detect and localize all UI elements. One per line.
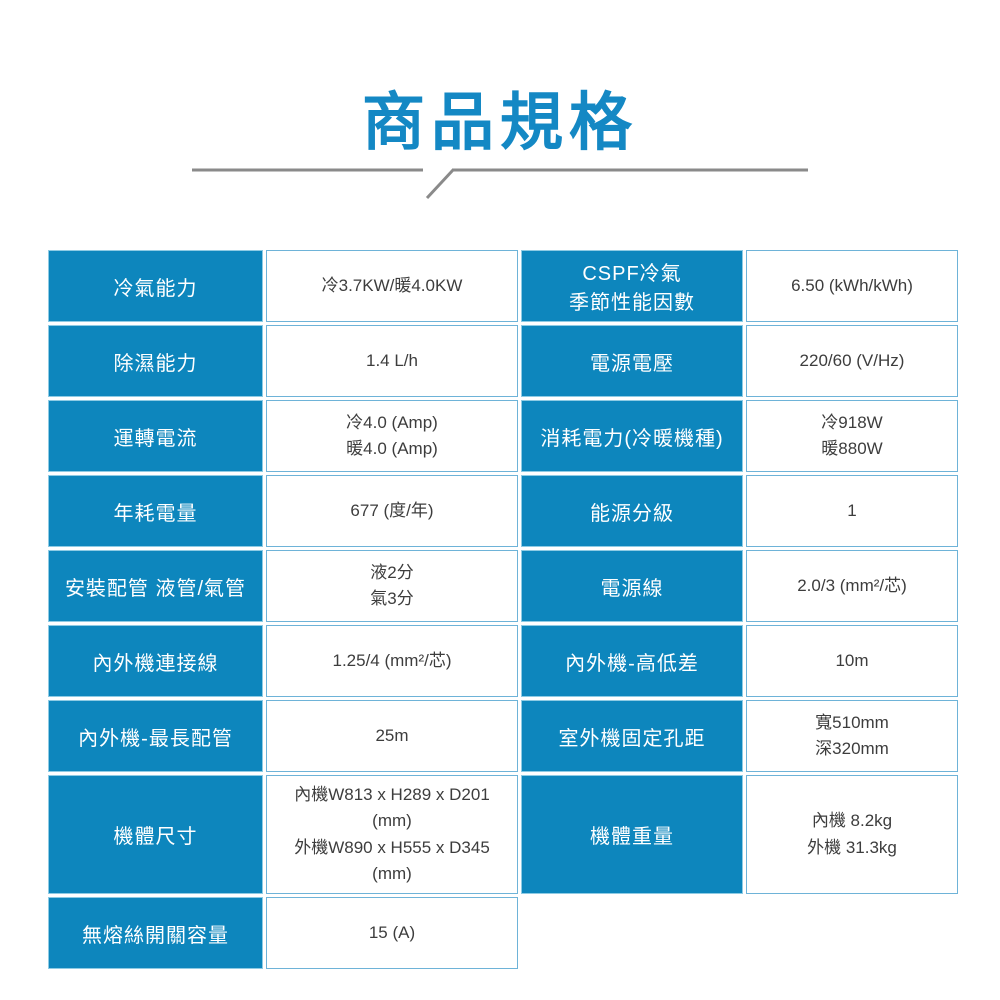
spec-label-running-current: 運轉電流 <box>48 400 263 472</box>
spec-value-weight: 內機 8.2kg 外機 31.3kg <box>746 775 958 895</box>
spec-value-breaker-capacity: 15 (A) <box>266 897 518 970</box>
spec-label-max-pipe-length: 內外機-最長配管 <box>48 700 263 772</box>
spec-value-height-difference: 10m <box>746 625 958 697</box>
spec-label-cspf: CSPF冷氣 季節性能因數 <box>521 250 743 322</box>
spec-value-piping: 液2分 氣3分 <box>266 550 518 622</box>
spec-label-weight: 機體重量 <box>521 775 743 895</box>
spec-label-breaker-capacity: 無熔絲開關容量 <box>48 897 263 970</box>
spec-value-dimensions: 內機W813 x H289 x D201 (mm) 外機W890 x H555 … <box>266 775 518 895</box>
spec-label-connection-wire: 內外機連接線 <box>48 625 263 697</box>
spec-value-voltage: 220/60 (V/Hz) <box>746 325 958 397</box>
spec-value-max-pipe-length: 25m <box>266 700 518 772</box>
spec-value-power-consumption: 冷918W 暖880W <box>746 400 958 472</box>
spec-label-dehumidify: 除濕能力 <box>48 325 263 397</box>
spec-value-connection-wire: 1.25/4 (mm²/芯) <box>266 625 518 697</box>
spec-table: 冷氣能力 冷3.7KW/暖4.0KW CSPF冷氣 季節性能因數 6.50 (k… <box>48 250 958 970</box>
divider-line-graphic <box>192 168 808 200</box>
spec-label-power-cord: 電源線 <box>521 550 743 622</box>
spec-value-energy-grade: 1 <box>746 475 958 547</box>
title-divider <box>190 162 810 211</box>
page-title: 商品規格 <box>362 88 638 158</box>
spec-label-energy-grade: 能源分級 <box>521 475 743 547</box>
spec-value-cspf: 6.50 (kWh/kWh) <box>746 250 958 322</box>
spec-value-annual-energy: 677 (度/年) <box>266 475 518 547</box>
spec-label-dimensions: 機體尺寸 <box>48 775 263 895</box>
spec-label-piping: 安裝配管 液管/氣管 <box>48 550 263 622</box>
spec-value-power-cord: 2.0/3 (mm²/芯) <box>746 550 958 622</box>
spec-value-mounting-hole-pitch: 寬510mm 深320mm <box>746 700 958 772</box>
spec-label-mounting-hole-pitch: 室外機固定孔距 <box>521 700 743 772</box>
spec-empty-cell <box>521 897 743 969</box>
spec-value-cooling-capacity: 冷3.7KW/暖4.0KW <box>266 250 518 322</box>
spec-label-voltage: 電源電壓 <box>521 325 743 397</box>
spec-value-running-current: 冷4.0 (Amp) 暖4.0 (Amp) <box>266 400 518 472</box>
spec-label-cooling-capacity: 冷氣能力 <box>48 250 263 322</box>
spec-label-annual-energy: 年耗電量 <box>48 475 263 547</box>
spec-label-power-consumption: 消耗電力(冷暖機種) <box>521 400 743 472</box>
spec-value-dehumidify: 1.4 L/h <box>266 325 518 397</box>
spec-empty-cell <box>746 897 958 969</box>
spec-label-height-difference: 內外機-高低差 <box>521 625 743 697</box>
